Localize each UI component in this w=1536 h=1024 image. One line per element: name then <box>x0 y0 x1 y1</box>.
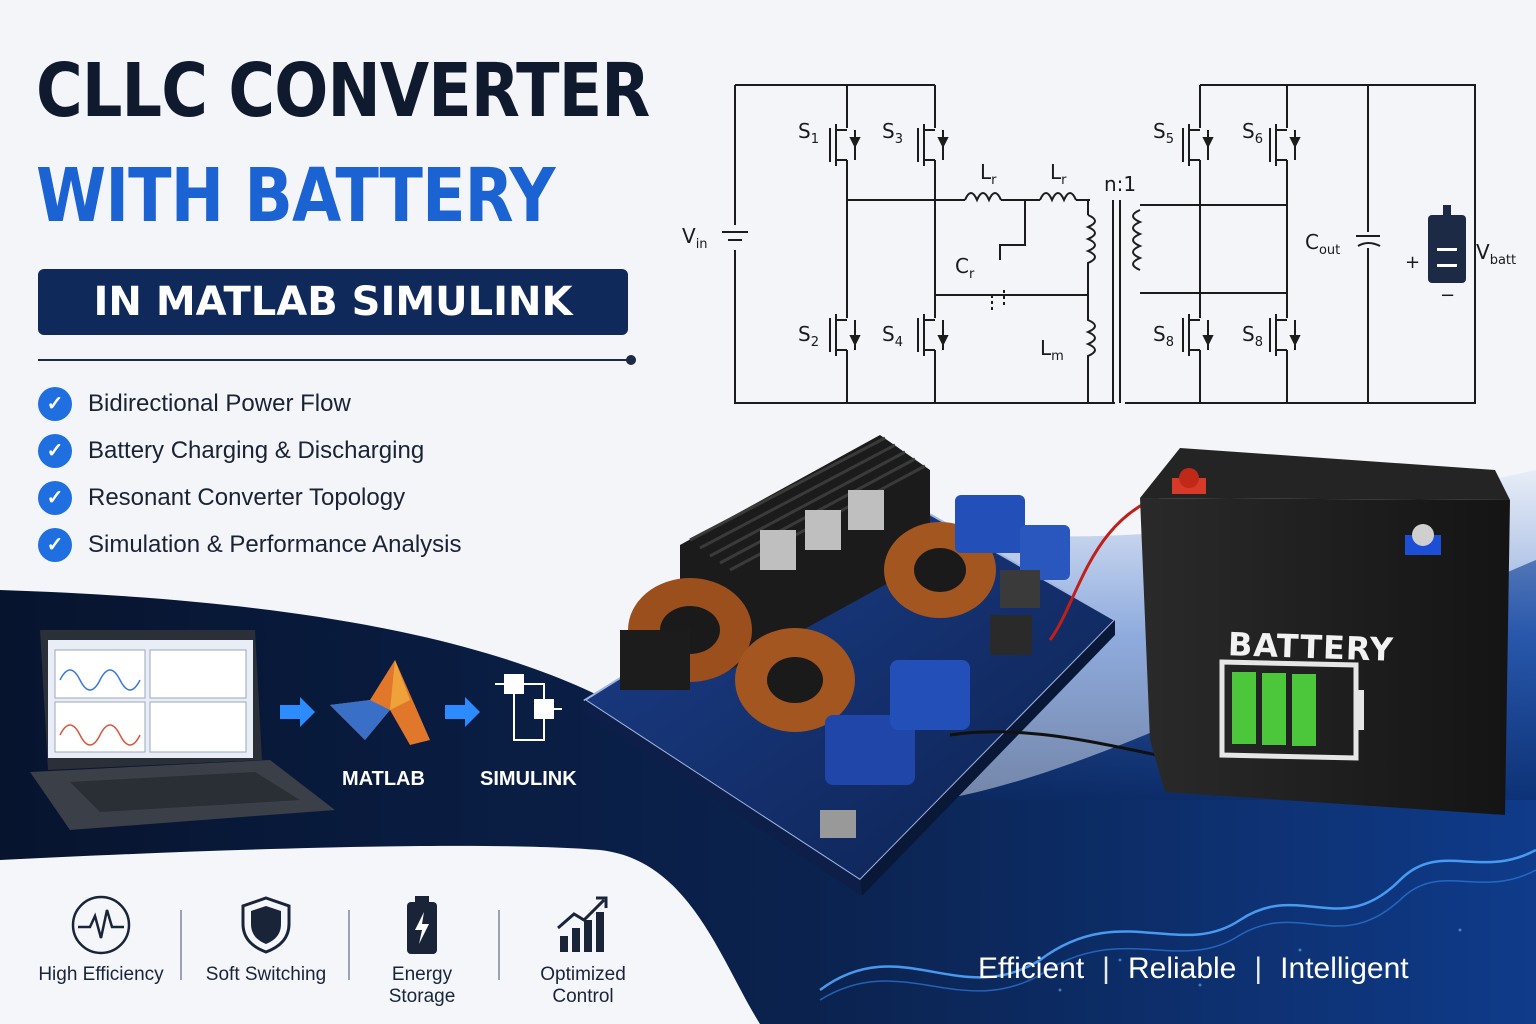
check-icon: ✓ <box>38 527 72 562</box>
label-s7: S8 <box>1153 322 1174 350</box>
check-icon: ✓ <box>38 433 72 468</box>
label-s1: S1 <box>798 119 819 147</box>
switch-s6 <box>1269 120 1301 170</box>
benefit-label: Energy Storage <box>388 964 456 1007</box>
matlab-label: MATLAB <box>342 768 425 790</box>
switch-s1 <box>829 120 861 170</box>
benefit-label: Optimized Control <box>540 964 626 1007</box>
benefit-label: High Efficiency <box>38 964 164 985</box>
label-s6: S6 <box>1242 119 1263 147</box>
check-icon: ✓ <box>38 480 72 515</box>
switch-s4 <box>917 300 949 358</box>
heartbeat-icon <box>71 895 131 955</box>
feature-item: ✓ Battery Charging & Discharging <box>38 427 462 474</box>
arrow-icon <box>445 697 480 727</box>
simulink-label: SIMULINK <box>480 768 577 790</box>
divider-dot <box>626 355 636 365</box>
growth-chart-icon <box>557 896 608 952</box>
divider-line <box>38 359 632 361</box>
tagline-word: Intelligent <box>1280 952 1409 985</box>
label-s2: S2 <box>798 322 819 350</box>
switch-s7 <box>1182 300 1214 358</box>
battery-charge-level <box>1232 672 1316 746</box>
tagline: Efficient | Reliable | Intelligent <box>978 952 1409 986</box>
label-vbatt: Vbatt <box>1476 240 1517 268</box>
label-lr1: Lr <box>980 160 997 188</box>
benefit-separator <box>498 910 500 980</box>
benefit-separator <box>180 910 182 980</box>
feature-list: ✓ Bidirectional Power Flow ✓ Battery Charg… <box>38 380 462 568</box>
shield-icon <box>241 896 291 954</box>
label-cout: Cout <box>1305 230 1341 258</box>
switch-s8 <box>1269 300 1301 358</box>
pcb-board <box>583 435 1117 896</box>
label-s4: S4 <box>882 322 903 350</box>
tagline-separator: | <box>1254 952 1263 985</box>
switch-s2 <box>829 300 861 358</box>
label-turns-ratio: n:1 <box>1104 172 1137 196</box>
label-vin: Vin <box>682 224 708 252</box>
matlab-logo-icon <box>330 660 430 745</box>
tagline-separator: | <box>1102 952 1110 985</box>
benefit-energy-storage: Energy Storage <box>372 894 472 1008</box>
switch-s5 <box>1182 120 1214 170</box>
label-lm: Lm <box>1040 336 1064 364</box>
feature-item: ✓ Bidirectional Power Flow <box>38 380 462 427</box>
label-battery-minus: − <box>1440 285 1456 306</box>
title-line-2: WITH BATTERY <box>36 153 555 239</box>
tagline-word: Efficient <box>978 952 1085 985</box>
feature-label: Bidirectional Power Flow <box>88 389 351 417</box>
label-battery-plus: + <box>1405 252 1421 273</box>
feature-label: Simulation & Performance Analysis <box>88 530 462 558</box>
benefits-row: High Efficiency Soft Switching Energy St… <box>0 880 660 1024</box>
feature-item: ✓ Resonant Converter Topology <box>38 474 462 521</box>
feature-item: ✓ Simulation & Performance Analysis <box>38 521 462 568</box>
feature-label: Resonant Converter Topology <box>88 483 406 511</box>
battery-bolt-icon <box>407 896 437 954</box>
battery-symbol <box>1428 205 1466 283</box>
laptop-icon <box>30 630 335 830</box>
benefit-high-efficiency: High Efficiency <box>32 894 170 986</box>
check-icon: ✓ <box>38 386 72 421</box>
subtitle-banner: IN MATLAB SIMULINK <box>38 269 628 335</box>
title-line-1: CLLC CONVERTER <box>36 48 650 134</box>
benefit-separator <box>348 910 350 980</box>
switch-s3 <box>917 120 949 170</box>
label-s8: S8 <box>1242 322 1263 350</box>
label-cr: Cr <box>955 254 975 282</box>
wave-line <box>819 848 1536 992</box>
label-lr2: Lr <box>1050 160 1067 188</box>
label-s3: S3 <box>882 119 903 147</box>
tagline-word: Reliable <box>1127 952 1237 985</box>
feature-label: Battery Charging & Discharging <box>88 436 425 464</box>
arrow-icon <box>280 697 315 727</box>
benefit-soft-switching: Soft Switching <box>196 894 336 986</box>
benefit-label: Soft Switching <box>205 964 327 985</box>
benefit-optimized-control: Optimized Control <box>528 894 638 1008</box>
label-s5: S5 <box>1153 119 1174 147</box>
simulink-icon <box>495 674 562 741</box>
